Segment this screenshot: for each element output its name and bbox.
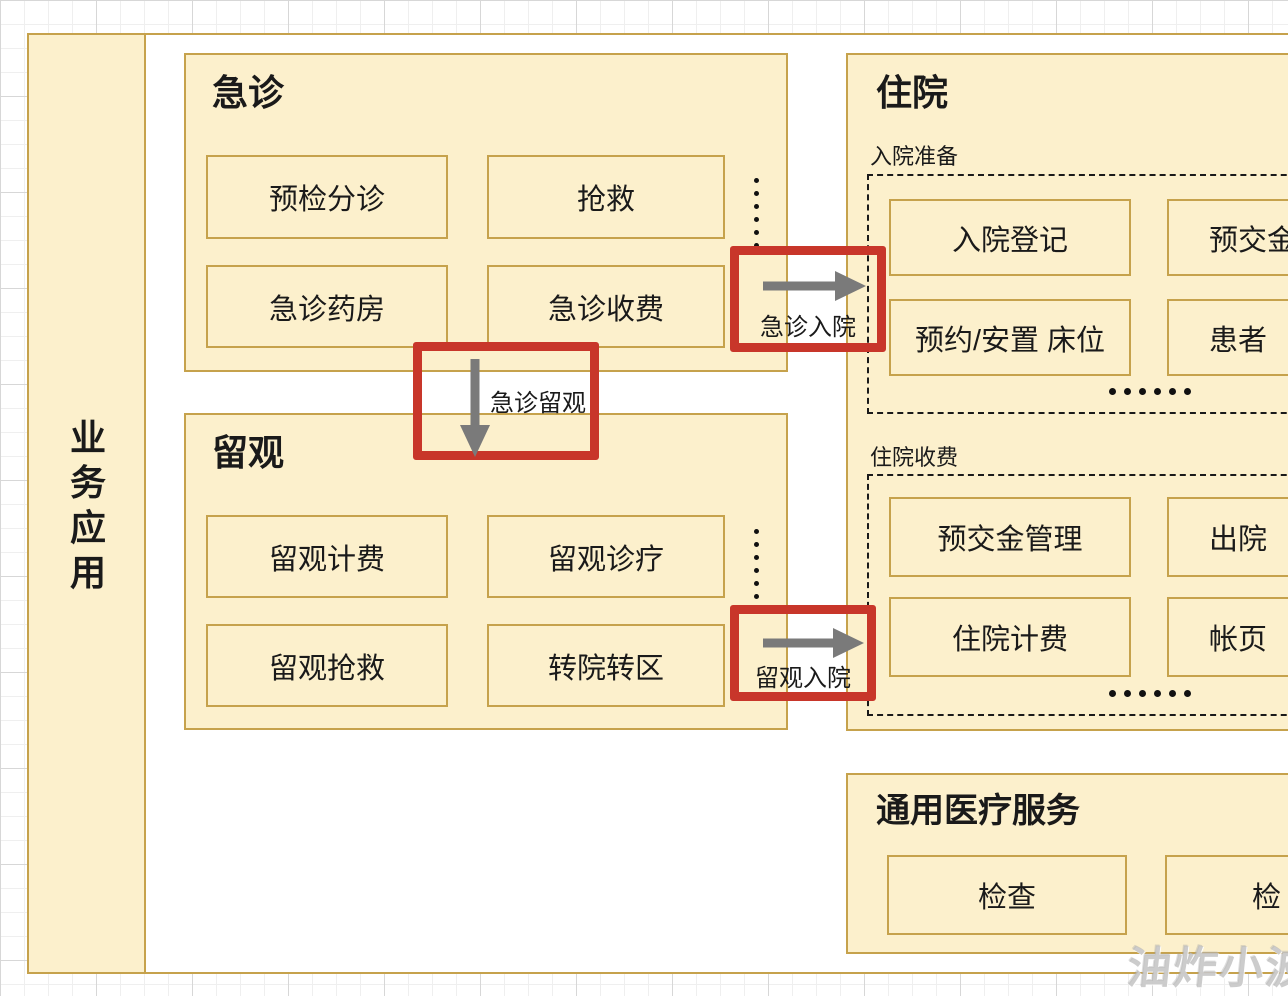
node-inpatient-metering: 住院计费 (889, 597, 1131, 677)
node-observation-rescue: 留观抢救 (206, 624, 448, 707)
node-observation-billing: 留观计费 (206, 515, 448, 598)
section-inpatient-billing: 预交金管理 出院 住院计费 帐页 (867, 474, 1288, 716)
group-general-services: 通用医疗服务 检查 检 (846, 773, 1288, 954)
section-admission-prep-label: 入院准备 (870, 144, 959, 169)
section-inpatient-billing-label: 住院收费 (870, 445, 959, 470)
node-prepayment-management: 预交金管理 (889, 497, 1131, 577)
node-examination: 检查 (887, 855, 1127, 935)
node-emergency-pharmacy: 急诊药房 (206, 265, 448, 348)
group-inpatient-title: 住院 (876, 72, 949, 113)
group-observation: 留观 留观计费 留观诊疗 留观抢救 转院转区 (184, 413, 788, 730)
annotation-observation-admission: 留观入院 (730, 605, 876, 701)
group-emergency-title: 急诊 (212, 72, 285, 113)
group-inpatient: 住院 入院准备 入院登记 预交金 预约/安置 床位 患者 住院收费 预交金管理 … (846, 53, 1288, 731)
group-emergency: 急诊 预检分诊 抢救 急诊药房 急诊收费 (184, 53, 788, 372)
annotation-emergency-admission: 急诊入院 (730, 246, 886, 352)
section-admission-prep: 入院登记 预交金 预约/安置 床位 患者 (867, 174, 1288, 414)
node-lab-test: 检 (1165, 855, 1288, 935)
ellipsis-horizontal (1109, 690, 1191, 697)
annotation-label: 急诊入院 (760, 314, 856, 341)
arrow-right-icon (763, 271, 866, 301)
node-patient: 患者 (1167, 299, 1288, 376)
node-emergency-billing: 急诊收费 (487, 265, 725, 348)
pool-title-lane: 业务应用 (29, 35, 146, 972)
ellipsis-horizontal (1109, 388, 1191, 395)
group-observation-title: 留观 (212, 432, 285, 473)
node-bed-placement: 预约/安置 床位 (889, 299, 1131, 376)
node-triage: 预检分诊 (206, 155, 448, 239)
annotation-label: 急诊留观 (490, 390, 586, 417)
group-general-services-title: 通用医疗服务 (876, 792, 1080, 830)
node-ledger: 帐页 (1167, 597, 1288, 677)
ellipsis-vertical (754, 178, 759, 248)
node-transfer: 转院转区 (487, 624, 725, 707)
annotation-emergency-observation: 急诊留观 (413, 342, 599, 460)
node-rescue: 抢救 (487, 155, 725, 239)
node-admission-registration: 入院登记 (889, 199, 1131, 276)
arrow-down-icon (460, 359, 490, 457)
ellipsis-vertical (754, 529, 759, 599)
node-observation-treatment: 留观诊疗 (487, 515, 725, 598)
node-discharge: 出院 (1167, 497, 1288, 577)
node-prepayment: 预交金 (1167, 199, 1288, 276)
annotation-label: 留观入院 (755, 665, 851, 692)
arrow-right-icon (763, 628, 864, 658)
watermark: 油炸小波 (1124, 944, 1288, 993)
pool-title: 业务应用 (69, 417, 106, 593)
